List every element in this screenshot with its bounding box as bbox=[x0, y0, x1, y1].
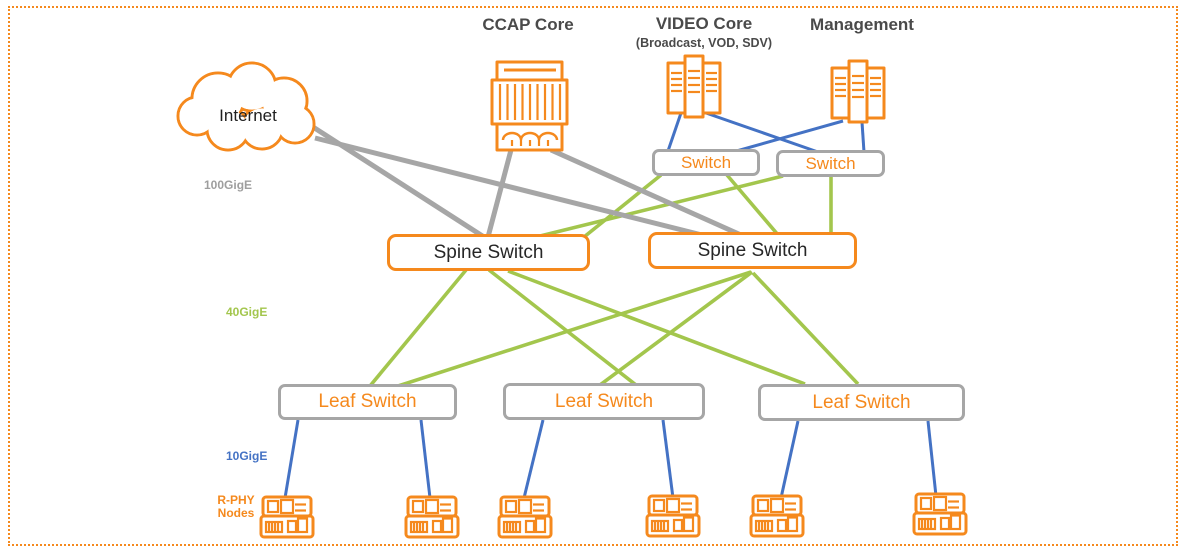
link-spine1-leaf1 bbox=[368, 268, 468, 388]
link-spine1-leaf2 bbox=[487, 268, 638, 387]
link-leaf1-node1 bbox=[283, 419, 300, 499]
agg-switch-2-label: Switch bbox=[805, 153, 856, 173]
video-core-icon bbox=[666, 54, 722, 119]
link-leaf2-node4 bbox=[661, 419, 675, 499]
link-spine2-leaf3 bbox=[751, 271, 860, 386]
link-spine2-leaf1 bbox=[397, 270, 752, 388]
link-switch1-spine2 bbox=[725, 173, 781, 238]
links-100gige bbox=[311, 124, 743, 240]
video-core-label: VIDEO Core bbox=[655, 14, 753, 33]
video-core-sublabel: (Broadcast, VOD, SDV) bbox=[635, 36, 773, 50]
ccap-core-label: CCAP Core bbox=[482, 15, 574, 34]
link-leaf1-node2 bbox=[419, 419, 432, 499]
internet-cloud-icon bbox=[176, 61, 316, 152]
link-ccap-spine2 bbox=[549, 147, 743, 238]
leaf-switch-1: Leaf Switch bbox=[278, 384, 457, 420]
rphy-label-line2: Nodes bbox=[217, 506, 255, 521]
link-ccap-spine1 bbox=[485, 149, 514, 238]
link-videocore-switch2 bbox=[705, 111, 819, 154]
link-management-switch2 bbox=[860, 121, 866, 153]
management-label: Management bbox=[810, 15, 914, 34]
leaf-switch-2: Leaf Switch bbox=[503, 383, 705, 420]
link-spine1-leaf3 bbox=[507, 269, 806, 386]
rphy-label-line1: R-PHY bbox=[217, 493, 255, 507]
speed-label-40gige: 40GigE bbox=[226, 305, 268, 319]
spine-switch-1-label: Spine Switch bbox=[433, 241, 544, 263]
rphy-node-icon bbox=[259, 495, 315, 539]
link-management-switch1 bbox=[732, 119, 844, 154]
rphy-nodes-label: R-PHY Nodes bbox=[204, 493, 268, 521]
link-switch1-spine1 bbox=[582, 173, 663, 239]
link-switch2-spine1 bbox=[535, 174, 784, 239]
leaf-switch-1-label: Leaf Switch bbox=[318, 391, 417, 412]
leaf-switch-3-label: Leaf Switch bbox=[812, 391, 911, 413]
ccap-core-icon bbox=[490, 60, 569, 152]
links-10gige bbox=[283, 111, 938, 499]
agg-switch-2: Switch bbox=[776, 150, 885, 177]
rphy-node-icon bbox=[912, 492, 968, 536]
link-spine2-leaf2 bbox=[598, 270, 754, 387]
spine-switch-1: Spine Switch bbox=[387, 234, 590, 271]
link-leaf3-node5 bbox=[779, 420, 800, 499]
management-icon bbox=[830, 59, 886, 124]
link-leaf3-node6 bbox=[926, 420, 938, 497]
rphy-node-icon bbox=[497, 495, 553, 539]
speed-label-100gige: 100GigE bbox=[204, 178, 253, 192]
rphy-node-icon bbox=[645, 494, 701, 538]
rphy-node-icon bbox=[404, 495, 460, 539]
spine-switch-2: Spine Switch bbox=[648, 232, 857, 269]
link-videocore-switch1 bbox=[666, 112, 683, 152]
spine-switch-2-label: Spine Switch bbox=[697, 239, 808, 261]
agg-switch-1: Switch bbox=[652, 149, 760, 176]
agg-switch-1-label: Switch bbox=[680, 152, 732, 172]
speed-label-10gige: 10GigE bbox=[226, 449, 268, 463]
rphy-node-icon bbox=[749, 494, 805, 538]
leaf-switch-2-label: Leaf Switch bbox=[554, 390, 654, 412]
internet-label: Internet bbox=[219, 106, 277, 125]
links-40gige bbox=[368, 173, 860, 388]
link-leaf2-node3 bbox=[522, 419, 545, 499]
link-internet-spine2 bbox=[314, 135, 703, 238]
leaf-switch-3: Leaf Switch bbox=[758, 384, 965, 421]
